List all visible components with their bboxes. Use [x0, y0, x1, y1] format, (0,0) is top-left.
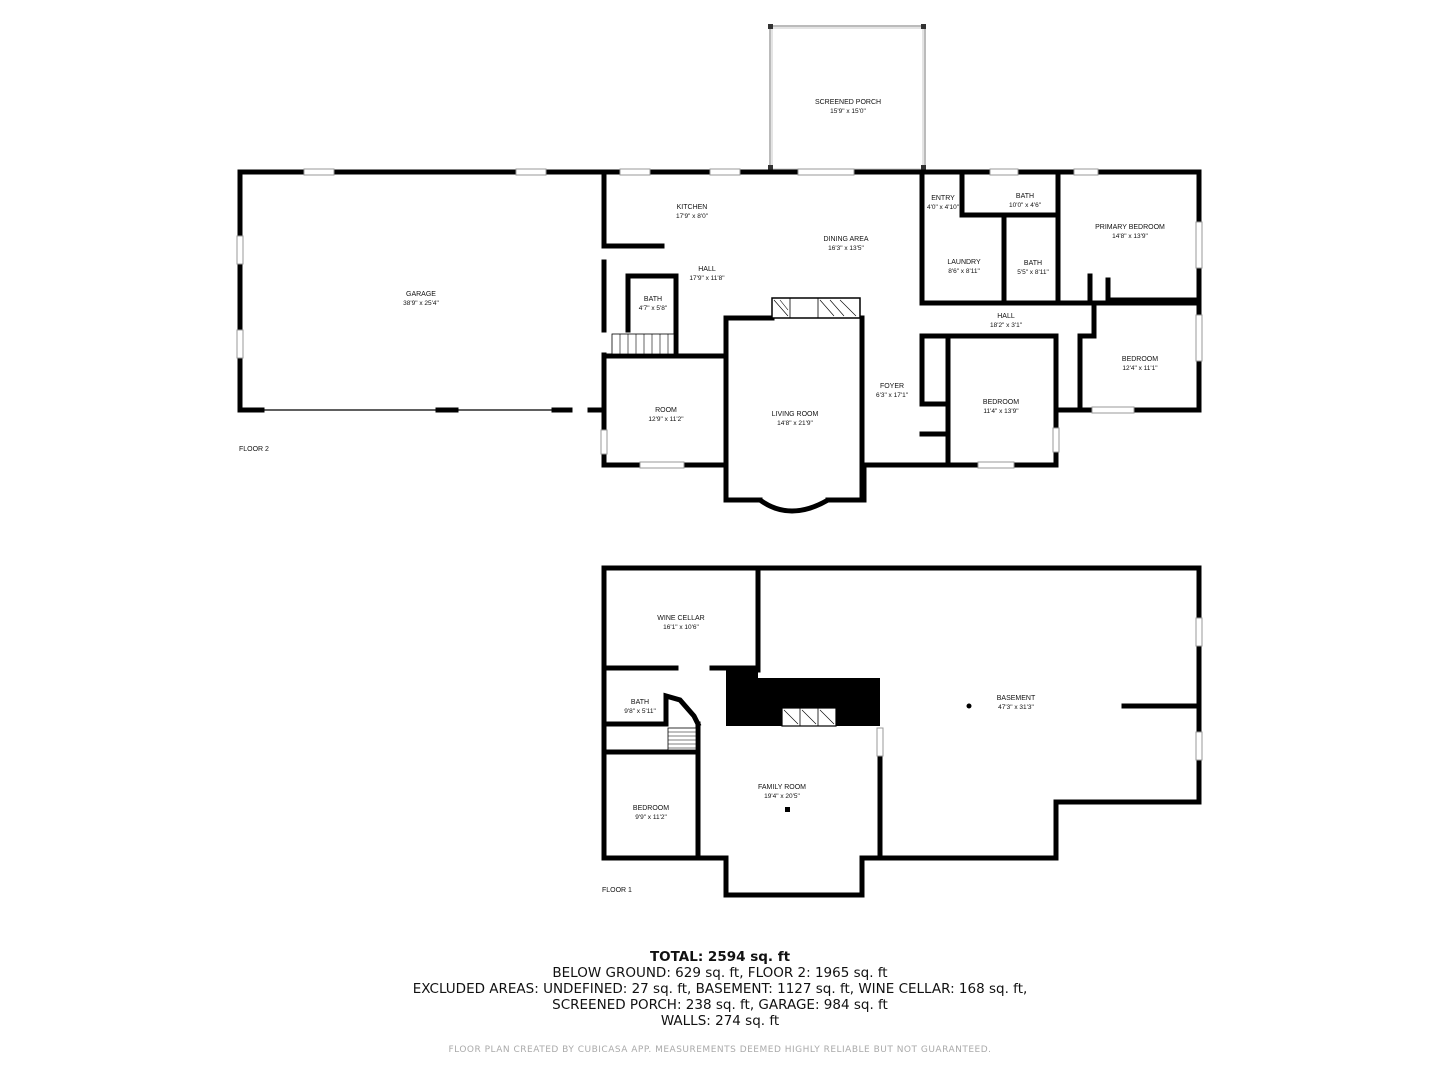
kitchen-name: KITCHEN	[677, 204, 708, 211]
primary-bedroom-dim: 14'8" x 13'9"	[1112, 233, 1148, 240]
dining-dim: 16'3" x 13'5"	[828, 245, 864, 252]
entry-name: ENTRY	[931, 195, 955, 202]
summary-line-3: SCREENED PORCH: 238 sq. ft, GARAGE: 984 …	[552, 997, 888, 1013]
family-room-dim: 19'4" x 20'5"	[764, 793, 800, 800]
floor1-label: FLOOR 1	[602, 887, 632, 894]
bedroom1-name: BEDROOM	[1122, 356, 1158, 363]
summary-line-2: EXCLUDED AREAS: UNDEFINED: 27 sq. ft, BA…	[412, 981, 1028, 997]
dining-name: DINING AREA	[823, 236, 868, 243]
area-summary: TOTAL: 2594 sq. ft BELOW GROUND: 629 sq.…	[0, 949, 1440, 1029]
wine-cellar-name: WINE CELLAR	[657, 615, 704, 622]
bedroom2-name: BEDROOM	[983, 399, 1019, 406]
bath2-name: BATH	[1016, 193, 1034, 200]
bath2-dim: 10'0" x 4'6"	[1009, 202, 1042, 209]
credit-note: FLOOR PLAN CREATED BY CUBICASA APP. MEAS…	[448, 1045, 992, 1055]
stairs-floor1	[667, 727, 697, 751]
hall1-dim: 17'9" x 11'8"	[689, 275, 725, 282]
house-walls	[601, 169, 1202, 514]
garage-dim: 38'9" x 25'4"	[403, 300, 439, 307]
screened-porch-outline	[768, 24, 926, 172]
summary-line-4: WALLS: 274 sq. ft	[660, 1013, 780, 1029]
living-name: LIVING ROOM	[772, 411, 819, 418]
family-room-post	[785, 807, 790, 812]
fireplace-floor2	[771, 297, 861, 319]
laundry-dim: 8'6" x 8'11"	[948, 268, 980, 275]
bath3-dim: 5'5" x 8'11"	[1017, 269, 1049, 276]
bath-floor1-name: BATH	[631, 699, 649, 706]
summary-line-1: BELOW GROUND: 629 sq. ft, FLOOR 2: 1965 …	[552, 965, 888, 981]
entry-dim: 4'0" x 4'10"	[927, 204, 960, 211]
floor2-labels: SCREENED PORCH 15'9" x 15'0" GARAGE 38'9…	[403, 99, 1165, 427]
floor1-walls	[601, 565, 1202, 898]
bath1-name: BATH	[644, 296, 662, 303]
laundry-name: LAUNDRY	[947, 259, 981, 266]
hall2-name: HALL	[997, 313, 1015, 320]
basement-name: BASEMENT	[997, 695, 1036, 702]
wine-cellar-dim: 16'1" x 10'6"	[663, 624, 699, 631]
foyer-dim: 6'3" x 17'1"	[876, 392, 909, 399]
garage-name: GARAGE	[406, 291, 436, 298]
primary-bedroom-name: PRIMARY BEDROOM	[1095, 224, 1165, 231]
family-room-name: FAMILY ROOM	[758, 784, 806, 791]
kitchen-dim: 17'9" x 8'0"	[676, 213, 709, 220]
living-dim: 14'8" x 21'9"	[777, 420, 813, 427]
bath1-dim: 4'7" x 5'8"	[639, 305, 668, 312]
hall1-name: HALL	[698, 266, 716, 273]
stairs-floor2	[611, 333, 675, 355]
mechanical-block	[726, 668, 880, 726]
floor2-windows	[600, 168, 1203, 469]
hall2-dim: 18'2" x 3'1"	[990, 322, 1023, 329]
garage-walls	[236, 168, 607, 413]
bedroom2-dim: 11'4" x 13'9"	[983, 408, 1019, 415]
bath3-name: BATH	[1024, 260, 1042, 267]
floor2-plan: SCREENED PORCH 15'9" x 15'0" GARAGE 38'9…	[236, 24, 1203, 514]
foyer-name: FOYER	[880, 383, 904, 390]
fireplace-floor1	[781, 707, 837, 727]
screened-porch-dim: 15'9" x 15'0"	[830, 108, 866, 115]
total-area: TOTAL: 2594 sq. ft	[649, 949, 791, 965]
bedroom-floor1-dim: 9'9" x 11'2"	[635, 814, 667, 821]
floor1-labels: WINE CELLAR 16'1" x 10'6" BASEMENT 47'3"…	[624, 615, 1036, 821]
basement-dim: 47'3" x 31'3"	[998, 704, 1034, 711]
floor2-label: FLOOR 2	[239, 446, 269, 453]
floor1-plan: WINE CELLAR 16'1" x 10'6" BASEMENT 47'3"…	[601, 565, 1203, 898]
bedroom-floor1-name: BEDROOM	[633, 805, 669, 812]
basement-post	[966, 703, 972, 709]
room-name: ROOM	[655, 407, 677, 414]
bedroom1-dim: 12'4" x 11'1"	[1122, 365, 1158, 372]
screened-porch-name: SCREENED PORCH	[815, 99, 881, 106]
floor1-windows	[876, 617, 1203, 761]
room-dim: 12'9" x 11'2"	[648, 416, 684, 423]
bath-floor1-dim: 9'8" x 5'11"	[624, 708, 656, 715]
